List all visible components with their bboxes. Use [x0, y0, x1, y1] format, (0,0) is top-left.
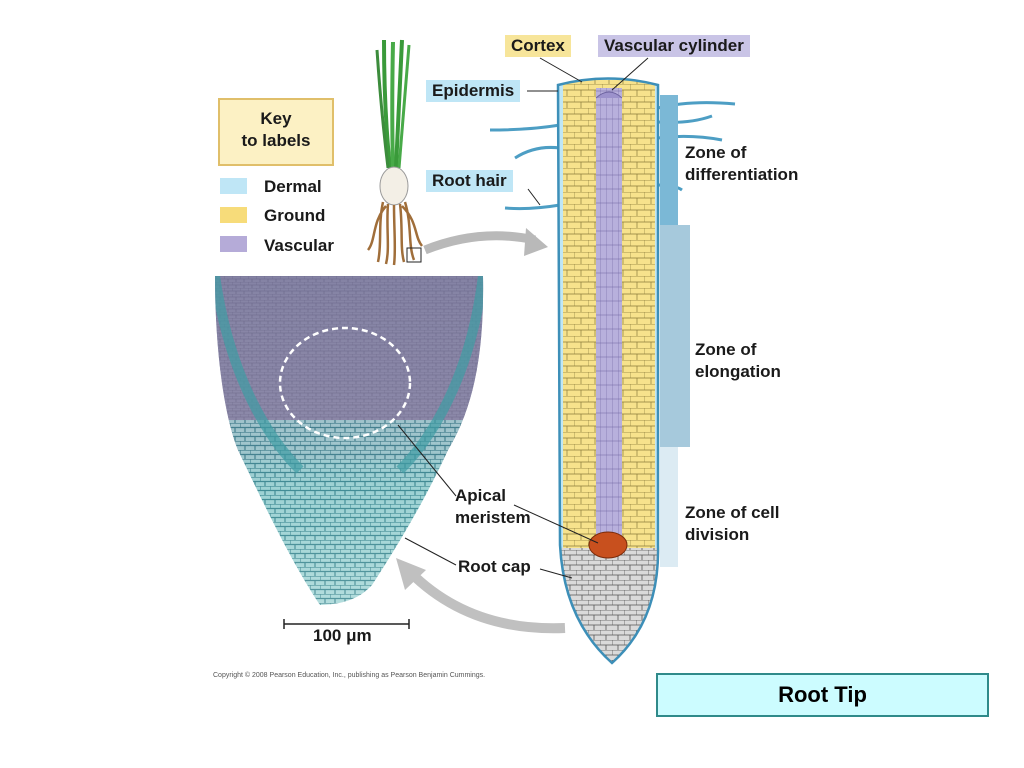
zone-elongation-line2: elongation	[695, 362, 781, 381]
root-tip-micrograph	[215, 276, 484, 605]
label-root-cap: Root cap	[458, 557, 531, 576]
label-apical-meristem-line1: Apical	[455, 486, 507, 505]
key-box: Key to labels	[218, 98, 334, 166]
label-cortex: Cortex	[505, 35, 571, 58]
zone-bar-cell-division	[660, 447, 678, 567]
zone-differentiation-line1: Zone of	[685, 143, 747, 162]
label-root-hair: Root hair	[426, 170, 513, 193]
zone-cell-division-line2: division	[685, 525, 750, 544]
zone-bar-elongation	[660, 225, 690, 447]
label-vascular-cylinder: Vascular cylinder	[598, 35, 750, 58]
zone-cell-division-line1: Zone of cell	[685, 503, 780, 522]
key-title-line1: Key	[260, 109, 292, 128]
zone-elongation-line1: Zone of	[695, 340, 757, 359]
key-label-dermal: Dermal	[264, 177, 322, 196]
key-label-vascular: Vascular	[264, 236, 334, 255]
apical-meristem-region	[588, 531, 628, 559]
key-title-line2: to labels	[241, 131, 311, 150]
key-swatch-vascular	[220, 236, 247, 252]
magnification-arrow	[423, 231, 536, 255]
leader-lines	[397, 57, 649, 579]
label-epidermis: Epidermis	[426, 80, 521, 103]
key-swatch-dermal	[220, 178, 247, 194]
slide-title: Root Tip	[778, 682, 867, 707]
label-apical-meristem-line2: meristem	[455, 508, 531, 527]
key-label-ground: Ground	[264, 206, 326, 225]
key-swatch-ground	[220, 207, 247, 223]
onion-plant-illustration	[366, 39, 424, 266]
title-box: Root Tip	[656, 673, 989, 717]
root-cap-arrow	[406, 568, 566, 634]
label-scale-bar: 100 μm	[313, 626, 372, 645]
copyright-text: Copyright © 2008 Pearson Education, Inc.…	[213, 672, 486, 679]
root-section	[556, 77, 660, 665]
zone-differentiation-line2: differentiation	[685, 165, 799, 184]
